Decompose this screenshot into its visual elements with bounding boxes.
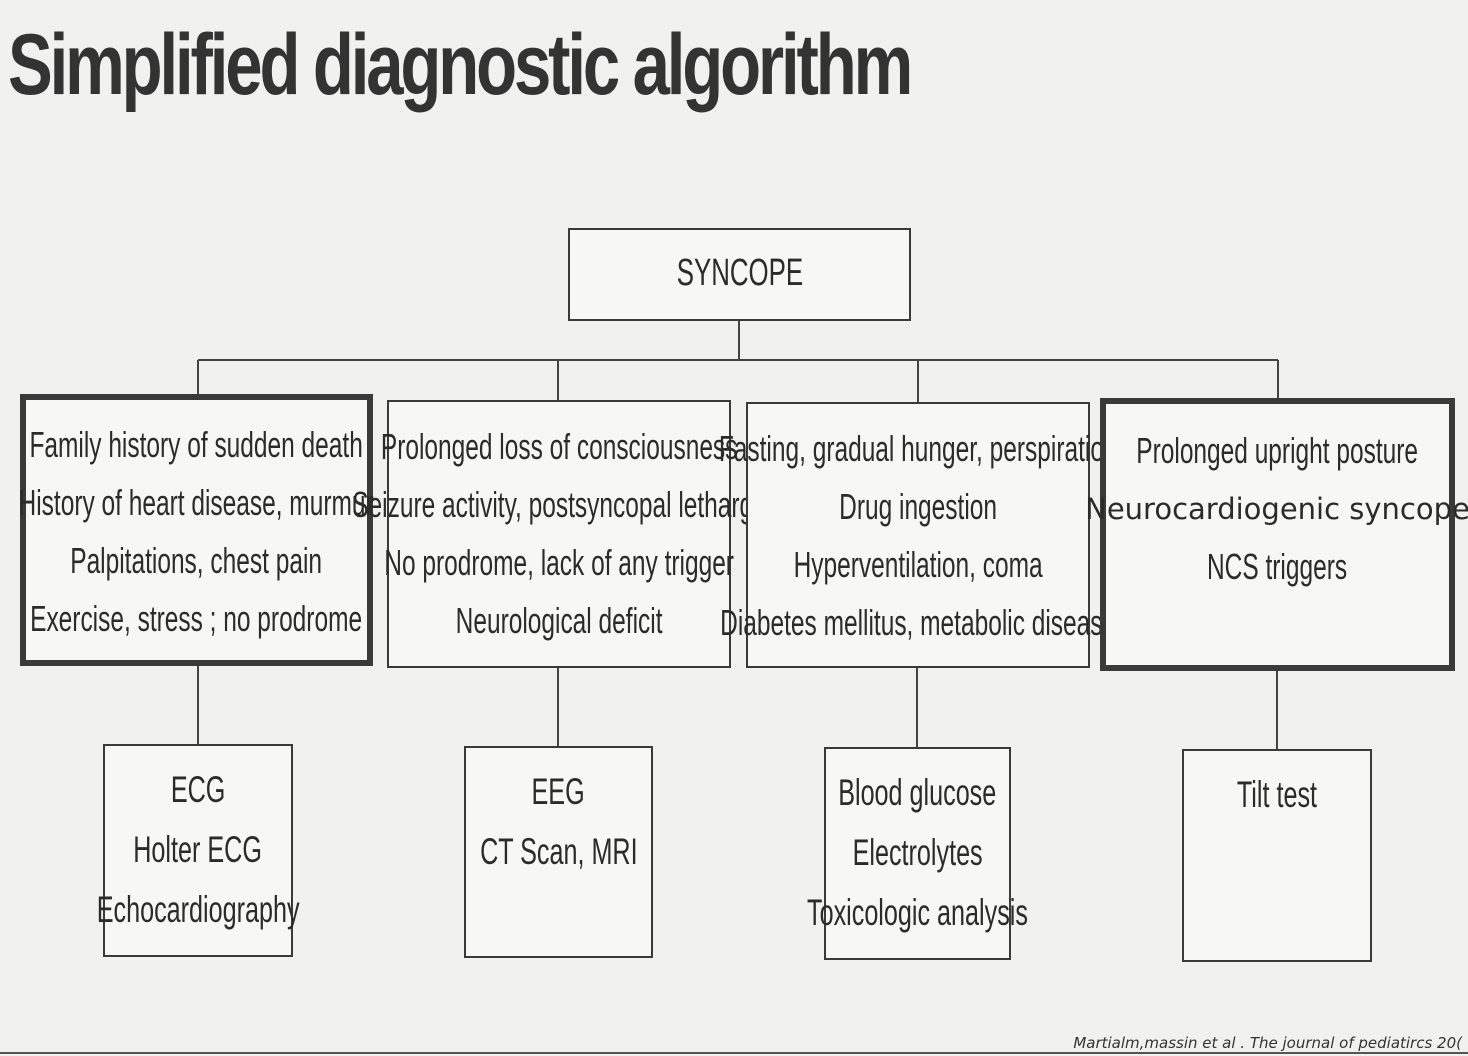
category-line: Drug ingestion <box>839 486 997 527</box>
category-box-neurologic: Prolonged loss of consciousness Seizure … <box>352 400 766 668</box>
bottom-divider <box>0 1052 1468 1054</box>
category-line: Fasting, gradual hunger, perspiration <box>718 428 1118 469</box>
category-box-neurocardiogenic: Prolonged upright posture Neurocardiogen… <box>1085 398 1468 671</box>
category-line: Prolonged upright posture <box>1136 430 1419 471</box>
category-line: Neurological deficit <box>455 600 663 641</box>
test-box-neurologic: EEG CT Scan, MRI <box>464 746 653 958</box>
test-line: Toxicologic analysis <box>807 892 1028 933</box>
category-line: Hyperventilation, coma <box>793 544 1043 585</box>
category-line: Neurocardiogenic syncope <box>1085 492 1468 526</box>
category-line: Palpitations, chest pain <box>70 540 323 581</box>
test-box-metabolic: Blood glucose Electrolytes Toxicologic a… <box>807 747 1028 960</box>
category-line: Exercise, stress ; no prodrome <box>30 598 363 639</box>
test-line: Electrolytes <box>852 832 983 873</box>
test-line: ECG <box>170 769 226 810</box>
category-line: No prodrome, lack of any trigger <box>384 542 734 583</box>
category-box-metabolic: Fasting, gradual hunger, perspiration Dr… <box>719 402 1117 668</box>
test-box-neurocardiogenic: Tilt test <box>1182 749 1372 962</box>
test-line: Holter ECG <box>133 829 263 870</box>
test-line: Blood glucose <box>838 772 997 813</box>
test-line: Tilt test <box>1236 774 1318 815</box>
category-line: Seizure activity, postsyncopal lethargy <box>352 484 766 525</box>
test-line: CT Scan, MRI <box>479 831 638 872</box>
category-line: NCS triggers <box>1207 546 1348 587</box>
page-title: Simplified diagnostic algorithm <box>8 17 913 113</box>
test-line: EEG <box>531 771 586 812</box>
test-line: Echocardiography <box>96 889 300 930</box>
category-line: History of heart disease, murmur <box>18 482 375 523</box>
category-box-cardiac: Family history of sudden death History o… <box>18 394 375 666</box>
category-line: Prolonged loss of consciousness <box>380 426 738 467</box>
test-box-cardiac: ECG Holter ECG Echocardiography <box>97 744 299 957</box>
category-line: Family history of sudden death <box>29 424 364 465</box>
root-box-syncope: SYNCOPE <box>568 228 911 321</box>
category-line: Diabetes mellitus, metabolic disease <box>720 602 1116 643</box>
citation: Martialm,massin et al . The journal of p… <box>1073 1034 1462 1052</box>
root-label: SYNCOPE <box>676 252 803 294</box>
